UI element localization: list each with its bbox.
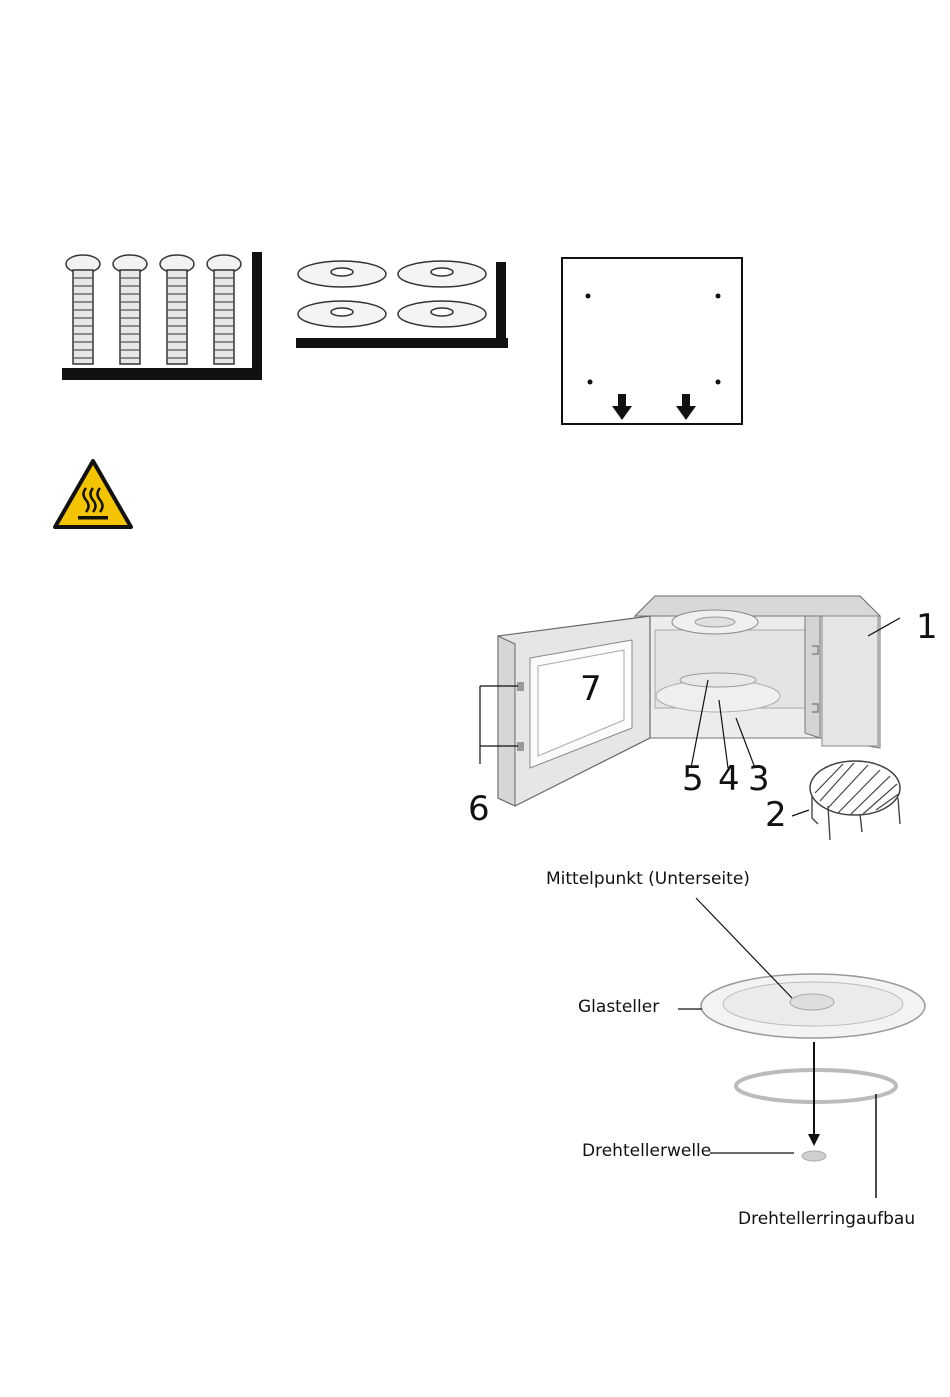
washers-illustration xyxy=(296,258,508,352)
label-glass-plate: Glasteller xyxy=(578,997,659,1017)
hot-surface-warning-icon xyxy=(52,458,134,530)
part-number-4: 4 xyxy=(718,759,740,799)
part-number-7: 7 xyxy=(580,669,602,709)
part-number-2: 2 xyxy=(765,795,787,835)
screws-illustration xyxy=(62,252,262,382)
part-number-5: 5 xyxy=(682,759,704,799)
label-turntable-ring: Drehtellerringaufbau xyxy=(738,1209,915,1229)
part-number-1: 1 xyxy=(916,607,938,647)
part-number-3: 3 xyxy=(748,759,770,799)
microwave-diagram: 1 7 5 4 3 2 6 xyxy=(460,588,940,850)
mounting-template-illustration xyxy=(560,256,746,428)
part-number-6: 6 xyxy=(468,789,490,829)
turntable-diagram: Mittelpunkt (Unterseite) Glasteller Dreh… xyxy=(540,866,936,1234)
label-center-underside: Mittelpunkt (Unterseite) xyxy=(546,869,750,889)
label-turntable-shaft: Drehtellerwelle xyxy=(582,1141,711,1161)
